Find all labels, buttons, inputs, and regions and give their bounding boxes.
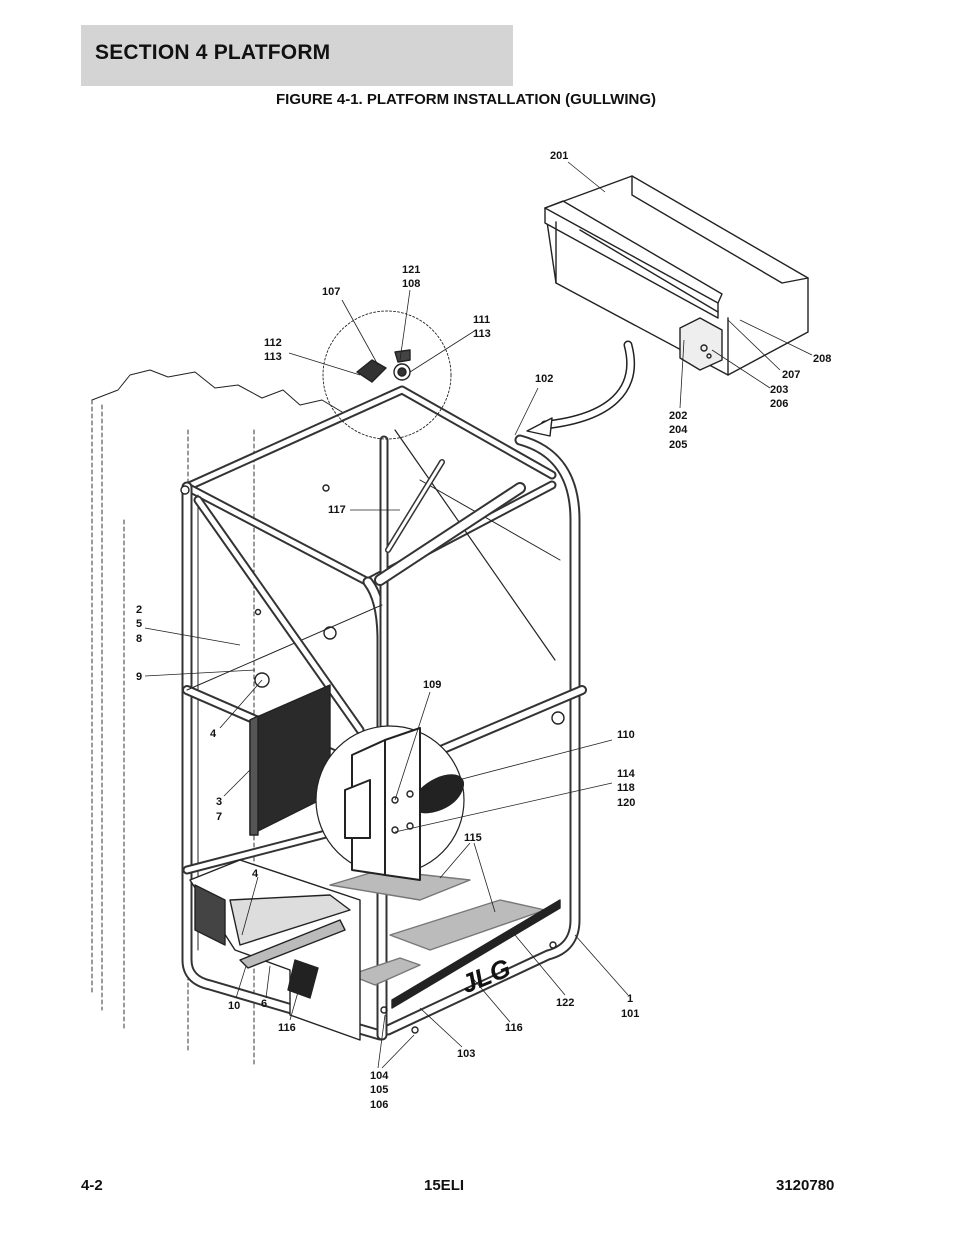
callout-104: 104 <box>370 1070 389 1082</box>
callout-113a: 113 <box>473 328 491 340</box>
callout-204: 204 <box>669 424 688 436</box>
callout-118: 118 <box>617 782 635 794</box>
callout-112: 112 <box>264 337 282 349</box>
callout-201: 201 <box>550 150 568 162</box>
callout-202: 202 <box>669 410 687 422</box>
callout-1: 1 <box>627 993 633 1005</box>
callout-116a: 116 <box>278 1022 296 1034</box>
callout-208: 208 <box>813 353 831 365</box>
callout-109: 109 <box>423 679 441 691</box>
callout-9: 9 <box>136 671 142 683</box>
callout-4a: 4 <box>210 728 217 740</box>
callout-10: 10 <box>228 1000 240 1012</box>
callout-2: 2 <box>136 604 142 616</box>
callout-108: 108 <box>402 278 420 290</box>
callout-102: 102 <box>535 373 553 385</box>
callout-206: 206 <box>770 398 788 410</box>
callout-117: 117 <box>328 504 346 516</box>
callout-105: 105 <box>370 1084 388 1096</box>
callout-6: 6 <box>261 998 267 1010</box>
callout-110: 110 <box>617 729 635 741</box>
callout-7: 7 <box>216 811 222 823</box>
footer-doc-number: 3120780 <box>776 1177 835 1194</box>
callout-207: 207 <box>782 369 800 381</box>
footer-model: 15ELI <box>424 1177 465 1194</box>
footer-page-number: 4-2 <box>81 1177 103 1194</box>
callout-107: 107 <box>322 286 340 298</box>
callout-111: 111 <box>473 314 490 326</box>
callout-114: 114 <box>617 768 636 780</box>
callout-203: 203 <box>770 384 788 396</box>
callout-115: 115 <box>464 832 482 844</box>
callout-labels: 201 121 108 107 111 113 112 113 102 207 … <box>136 150 831 1111</box>
callout-113b: 113 <box>264 351 282 363</box>
callout-103: 103 <box>457 1048 475 1060</box>
callout-4b: 4 <box>252 868 259 880</box>
callout-121: 121 <box>402 264 420 276</box>
section-header: SECTION 4 PLATFORM <box>81 25 513 86</box>
figure-title: FIGURE 4-1. PLATFORM INSTALLATION (GULLW… <box>276 91 656 108</box>
callout-122: 122 <box>556 997 574 1009</box>
callout-8: 8 <box>136 633 142 645</box>
callout-101: 101 <box>621 1008 639 1020</box>
callout-106: 106 <box>370 1099 388 1111</box>
callout-116b: 116 <box>505 1022 523 1034</box>
callout-120: 120 <box>617 797 635 809</box>
section-title: SECTION 4 PLATFORM <box>95 41 331 64</box>
callout-3: 3 <box>216 796 222 808</box>
callout-205: 205 <box>669 439 687 451</box>
callout-5: 5 <box>136 618 142 630</box>
